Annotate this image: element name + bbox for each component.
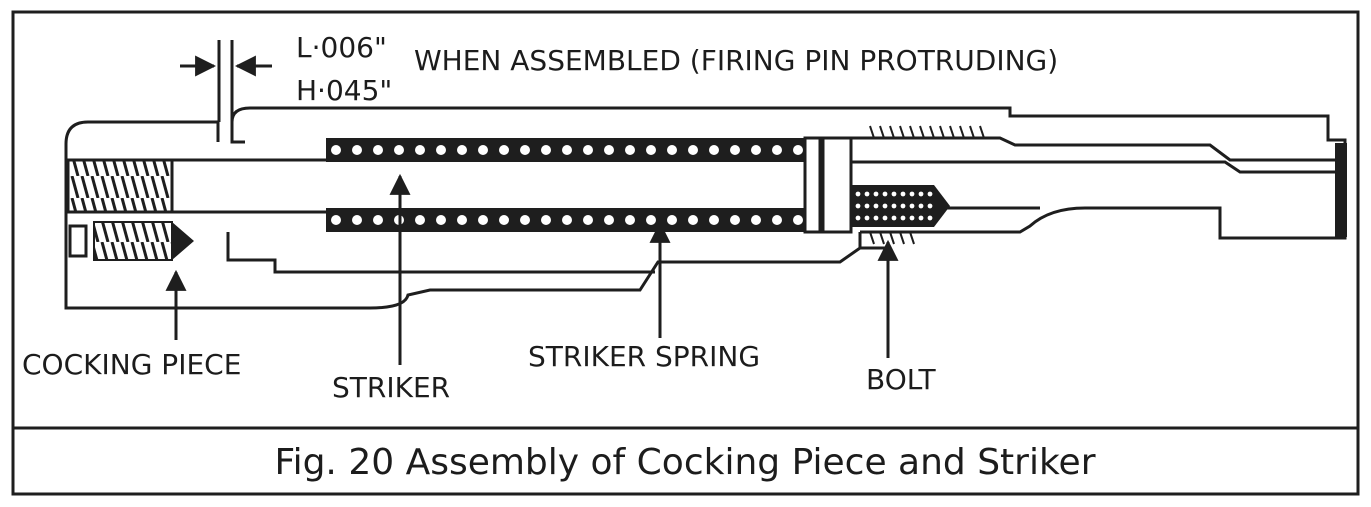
- spring-coil-dot: [583, 215, 593, 225]
- spring-coil-dot: [604, 215, 614, 225]
- spring-coil-dot: [478, 215, 488, 225]
- figure-caption: Fig. 20 Assembly of Cocking Piece and St…: [274, 442, 1095, 483]
- pin-coil-dot: [882, 215, 888, 221]
- spring-coil-dot: [541, 215, 551, 225]
- striker-spring-label: STRIKER SPRING: [528, 340, 760, 373]
- striker-spring: [326, 138, 804, 232]
- spring-coil-dot: [772, 145, 782, 155]
- pin-coil-dot: [900, 215, 906, 221]
- pin-coil-dot: [864, 215, 870, 221]
- pin-coil-dot: [882, 203, 888, 209]
- spring-coil-dot: [436, 215, 446, 225]
- spring-coil-dot: [562, 145, 572, 155]
- spring-coil-dot: [667, 215, 677, 225]
- pin-coil-dot: [909, 215, 915, 221]
- spring-coil-dot: [604, 145, 614, 155]
- outer-border: [11, 10, 1360, 496]
- spring-coil-dot: [625, 145, 635, 155]
- spring-coil-dot: [499, 145, 509, 155]
- dimension-top-label: L·006": [296, 31, 387, 64]
- pin-coil-dot: [855, 191, 861, 197]
- spring-coil-dot: [478, 145, 488, 155]
- spring-coil-dot: [415, 215, 425, 225]
- cocking-piece-outline: [64, 120, 885, 310]
- pin-coil-dot: [855, 215, 861, 221]
- spring-coil-dot: [331, 145, 341, 155]
- spring-coil-dot: [793, 145, 803, 155]
- spring-coil-dot: [352, 145, 362, 155]
- spring-coil-dot: [646, 215, 656, 225]
- dimension-gap-indicator: [180, 40, 272, 122]
- pin-coil-dot: [891, 215, 897, 221]
- spring-coil-dot: [730, 145, 740, 155]
- spring-coil-dot: [457, 145, 467, 155]
- bolt-label: BOLT: [866, 363, 937, 396]
- dimension-bottom-label: H·045": [296, 74, 392, 107]
- pin-coil-dot: [927, 215, 933, 221]
- spring-coil-dot: [436, 145, 446, 155]
- pin-coil-dot: [864, 203, 870, 209]
- spring-coil-dot: [709, 145, 719, 155]
- assembled-note: WHEN ASSEMBLED (FIRING PIN PROTRUDING): [414, 44, 1058, 77]
- spring-coil-dot: [793, 215, 803, 225]
- spring-coil-dot: [373, 215, 383, 225]
- pin-coil-dot: [873, 191, 879, 197]
- spring-coil-dot: [415, 145, 425, 155]
- pin-coil-dot: [873, 203, 879, 209]
- spring-coil-dot: [751, 215, 761, 225]
- spring-coil-dot: [520, 145, 530, 155]
- pin-coil-dot: [900, 191, 906, 197]
- pin-coil-dot: [909, 191, 915, 197]
- pin-coil-dot: [918, 215, 924, 221]
- pin-coil-dot: [864, 191, 870, 197]
- spring-coil-dot: [331, 215, 341, 225]
- pin-coil-dot: [873, 215, 879, 221]
- pin-coil-dot: [927, 203, 933, 209]
- pin-coil-dot: [891, 203, 897, 209]
- striker-label: STRIKER: [332, 371, 450, 404]
- firing-pin-spring: [852, 185, 950, 227]
- cocking-piece-thread: [66, 158, 174, 214]
- spring-coil-dot: [688, 145, 698, 155]
- bolt-end-plate: [1335, 143, 1347, 237]
- striker-collar: [803, 136, 853, 234]
- spring-coil-dot: [373, 145, 383, 155]
- cocking-piece-screw: [68, 221, 194, 261]
- pin-coil-dot: [918, 203, 924, 209]
- spring-coil-dot: [499, 215, 509, 225]
- spring-coil-dot: [709, 215, 719, 225]
- spring-coil-dot: [520, 215, 530, 225]
- spring-coil-dot: [772, 215, 782, 225]
- pin-coil-dot: [891, 191, 897, 197]
- spring-coil-dot: [394, 145, 404, 155]
- spring-coil-dot: [562, 215, 572, 225]
- cocking-piece-label: COCKING PIECE: [22, 348, 241, 381]
- spring-coil-dot: [730, 215, 740, 225]
- pin-coil-dot: [918, 191, 924, 197]
- pin-coil-dot: [882, 191, 888, 197]
- pin-coil-dot: [927, 191, 933, 197]
- spring-coil-dot: [688, 215, 698, 225]
- spring-coil-dot: [625, 215, 635, 225]
- spring-coil-dot: [352, 215, 362, 225]
- striker-shaft: [172, 158, 820, 214]
- spring-coil-dot: [646, 145, 656, 155]
- spring-coil-dot: [667, 145, 677, 155]
- spring-coil-dot: [541, 145, 551, 155]
- spring-coil-dot: [457, 215, 467, 225]
- pin-coil-dot: [900, 203, 906, 209]
- spring-coil-dot: [583, 145, 593, 155]
- pin-coil-dot: [855, 203, 861, 209]
- pin-coil-dot: [909, 203, 915, 209]
- spring-coil-dot: [751, 145, 761, 155]
